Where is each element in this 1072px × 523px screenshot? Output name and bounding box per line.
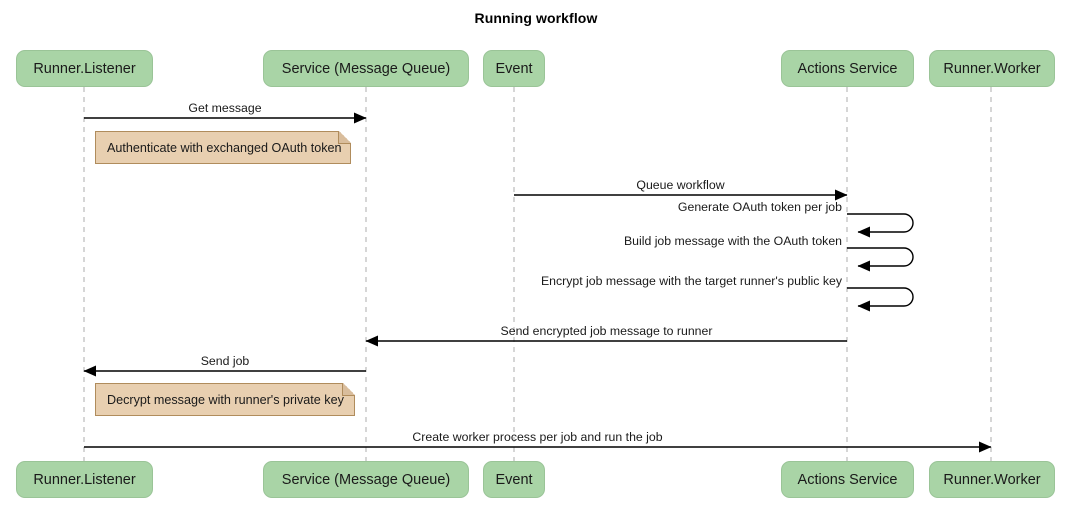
message-label-send-encrypted-job: Send encrypted job message to runner <box>500 324 713 338</box>
message-label-get-message: Get message <box>188 101 262 115</box>
message-label-generate-oauth-token: Generate OAuth token per job <box>677 200 842 214</box>
participant-label: Service (Message Queue) <box>281 471 451 488</box>
participant-label: Runner.Worker <box>943 60 1041 77</box>
note-authenticate: Authenticate with exchanged OAuth token <box>95 131 351 164</box>
message-label-send-job: Send job <box>200 354 250 368</box>
participant-runner-listener-bottom[interactable]: Runner.Listener <box>16 461 153 498</box>
note-label: Decrypt message with runner's private ke… <box>107 392 344 407</box>
note-fold-corner-icon <box>338 131 351 144</box>
participant-service-mq-bottom[interactable]: Service (Message Queue) <box>263 461 469 498</box>
participant-label: Actions Service <box>797 471 898 488</box>
participant-label: Event <box>495 471 533 488</box>
participant-runner-worker-top[interactable]: Runner.Worker <box>929 50 1055 87</box>
note-decrypt: Decrypt message with runner's private ke… <box>95 383 355 416</box>
participant-runner-listener-top[interactable]: Runner.Listener <box>16 50 153 87</box>
note-fold-corner-icon <box>342 383 355 396</box>
message-label-create-worker-process: Create worker process per job and run th… <box>412 430 663 444</box>
note-label: Authenticate with exchanged OAuth token <box>107 140 342 155</box>
participant-actions-service-bottom[interactable]: Actions Service <box>781 461 914 498</box>
participant-event-bottom[interactable]: Event <box>483 461 545 498</box>
arrows-group <box>83 112 992 453</box>
participant-label: Event <box>495 60 533 77</box>
participant-label: Runner.Listener <box>33 60 136 77</box>
participant-label: Runner.Listener <box>33 471 136 488</box>
message-label-encrypt-job-message: Encrypt job message with the target runn… <box>540 274 842 288</box>
participant-label: Service (Message Queue) <box>281 60 451 77</box>
page-title: Running workflow <box>474 10 598 26</box>
message-arrow-encrypt-job-message <box>847 287 914 312</box>
message-label-queue-workflow: Queue workflow <box>636 178 725 192</box>
participant-event-top[interactable]: Event <box>483 50 545 87</box>
message-arrow-generate-oauth-token <box>847 213 914 238</box>
participant-service-mq-top[interactable]: Service (Message Queue) <box>263 50 469 87</box>
lifelines-group <box>83 87 992 461</box>
participant-runner-worker-bottom[interactable]: Runner.Worker <box>929 461 1055 498</box>
participant-label: Runner.Worker <box>943 471 1041 488</box>
message-label-build-job-message: Build job message with the OAuth token <box>623 234 842 248</box>
participant-actions-service-top[interactable]: Actions Service <box>781 50 914 87</box>
message-arrow-build-job-message <box>847 247 914 272</box>
participant-label: Actions Service <box>797 60 898 77</box>
